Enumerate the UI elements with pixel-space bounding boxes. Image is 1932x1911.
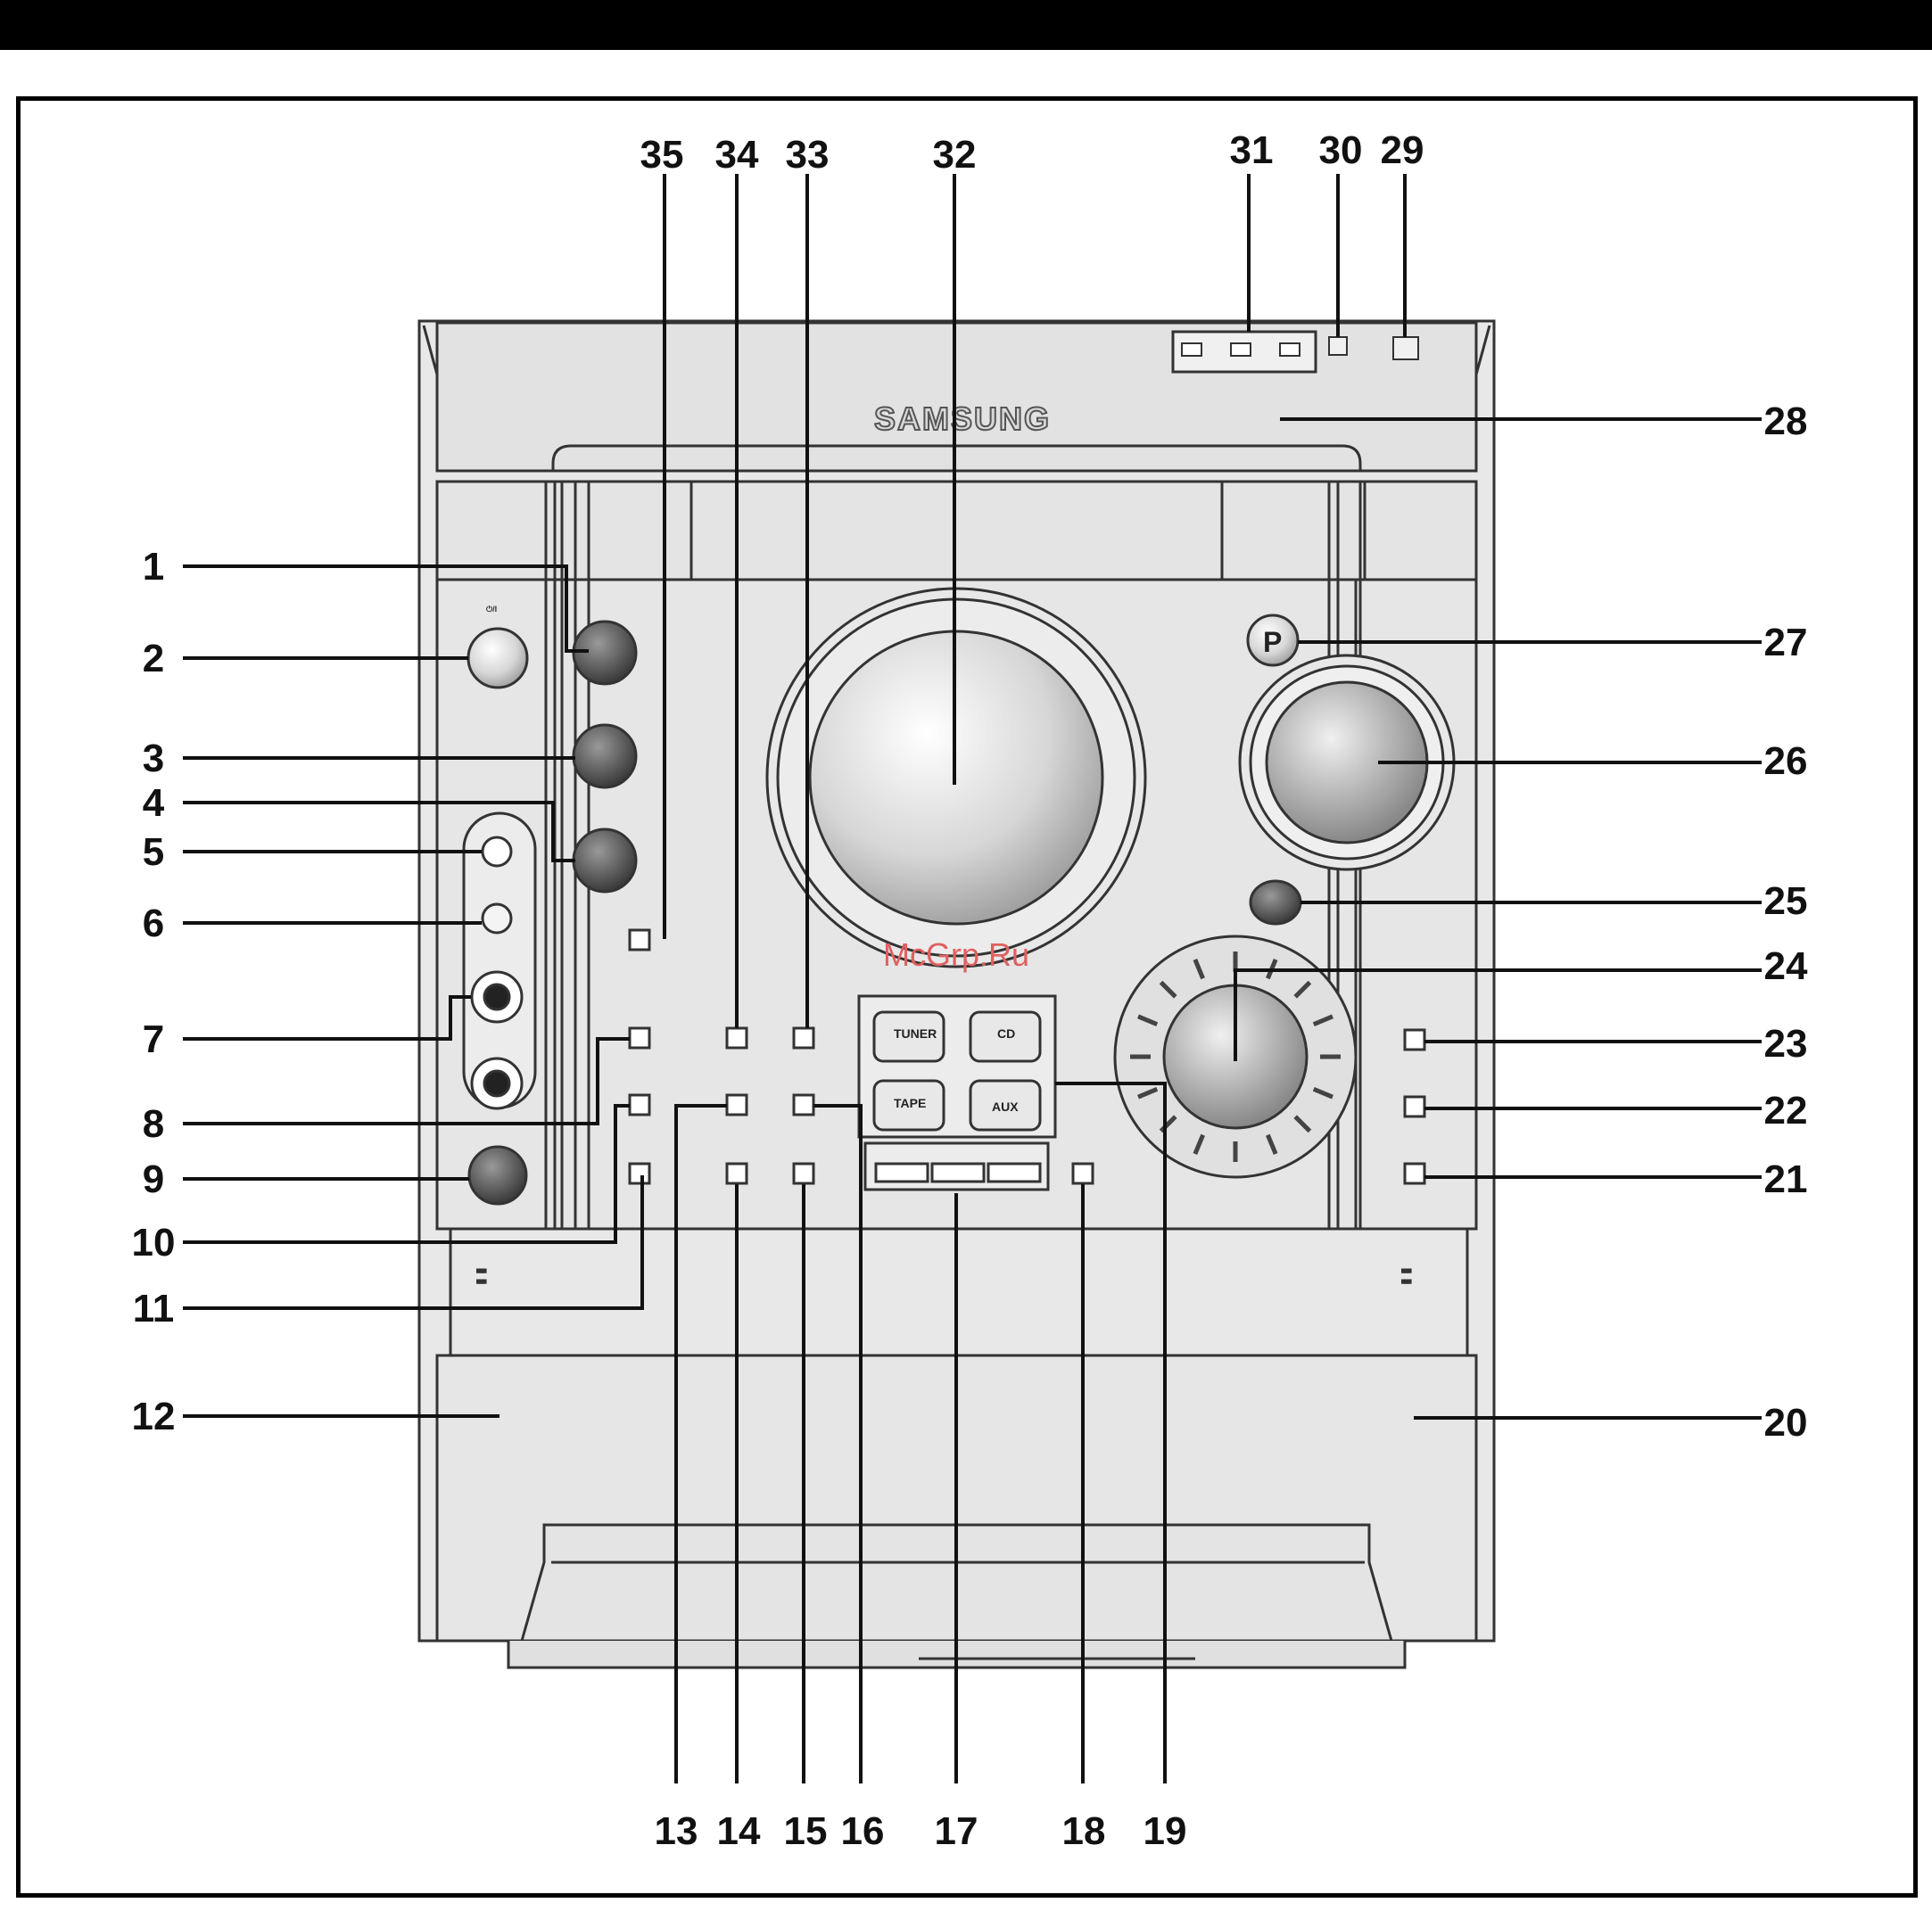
tape-label: TAPE (894, 1096, 926, 1110)
button-14[interactable] (727, 1164, 747, 1183)
callout-26: 26 (1764, 739, 1808, 783)
next-button[interactable] (988, 1164, 1040, 1182)
callout-35: 35 (640, 133, 684, 177)
callout-18: 18 (1062, 1809, 1106, 1853)
phones-jack[interactable] (469, 1147, 526, 1204)
callout-16: 16 (841, 1809, 885, 1853)
callout-11: 11 (133, 1287, 175, 1330)
svg-text:⏻/I: ⏻/I (486, 605, 497, 614)
button-33[interactable] (794, 1028, 813, 1048)
callout-34: 34 (715, 133, 759, 177)
watermark: McGrp.Ru (883, 936, 1029, 973)
callout-32: 32 (933, 133, 977, 177)
button-34[interactable] (727, 1028, 747, 1048)
brand-logo: SAMSUNG (874, 400, 1051, 437)
callout-23: 23 (1764, 1022, 1808, 1066)
svg-text:▪▪▪: ▪▪▪ (1402, 1266, 1411, 1275)
tuner-label: TUNER (894, 1026, 937, 1041)
callout-25: 25 (1764, 879, 1808, 923)
button-18[interactable] (1073, 1164, 1093, 1183)
callout-2: 2 (143, 637, 164, 680)
callout-33: 33 (786, 133, 830, 177)
callout-15: 15 (784, 1809, 828, 1853)
stop-button[interactable] (932, 1164, 984, 1182)
callout-14: 14 (717, 1809, 761, 1853)
button-21[interactable] (1405, 1164, 1424, 1183)
callout-30: 30 (1319, 128, 1363, 172)
button-23[interactable] (1405, 1030, 1424, 1050)
callout-9: 9 (143, 1157, 164, 1201)
callout-17: 17 (935, 1809, 978, 1853)
callout-20: 20 (1764, 1401, 1808, 1445)
button-15[interactable] (794, 1164, 813, 1183)
callout-24: 24 (1764, 944, 1808, 988)
treble-knob[interactable] (574, 725, 636, 787)
callout-3: 3 (143, 737, 164, 780)
p-logo-letter: P (1263, 626, 1282, 658)
svg-text:▪▪▪: ▪▪▪ (477, 1277, 486, 1286)
callout-28: 28 (1764, 399, 1808, 443)
source-panel (859, 996, 1055, 1190)
callout-5: 5 (143, 830, 164, 874)
callout-22: 22 (1764, 1089, 1808, 1133)
mic-level-knob[interactable] (483, 904, 511, 933)
callout-27: 27 (1764, 621, 1808, 664)
cd-label: CD (997, 1026, 1015, 1041)
callout-1: 1 (143, 545, 164, 589)
callout-7: 7 (143, 1017, 164, 1061)
callout-12: 12 (132, 1395, 176, 1438)
callout-8: 8 (143, 1102, 164, 1146)
echo-knob[interactable] (483, 837, 511, 866)
bass-knob[interactable] (574, 829, 636, 892)
callout-29: 29 (1381, 128, 1424, 172)
prev-button[interactable] (876, 1164, 928, 1182)
callout-10: 10 (132, 1221, 176, 1264)
callout-31: 31 (1230, 128, 1274, 172)
button-25[interactable] (1251, 881, 1300, 924)
power-button[interactable] (468, 629, 527, 688)
button-11[interactable] (630, 1164, 649, 1183)
callout-13: 13 (655, 1809, 698, 1853)
callout-6: 6 (143, 902, 164, 945)
aux-label: AUX (992, 1100, 1019, 1114)
button-35[interactable] (630, 930, 649, 950)
button-16[interactable] (794, 1095, 813, 1115)
button-8[interactable] (630, 1028, 649, 1048)
callout-21: 21 (1764, 1157, 1808, 1201)
callout-19: 19 (1144, 1809, 1187, 1853)
button-10[interactable] (630, 1095, 649, 1115)
button-13[interactable] (727, 1095, 747, 1115)
button-22[interactable] (1405, 1097, 1424, 1116)
svg-text:▪▪▪: ▪▪▪ (1402, 1277, 1411, 1286)
svg-text:▪▪▪: ▪▪▪ (477, 1266, 486, 1275)
callout-4: 4 (143, 781, 165, 825)
